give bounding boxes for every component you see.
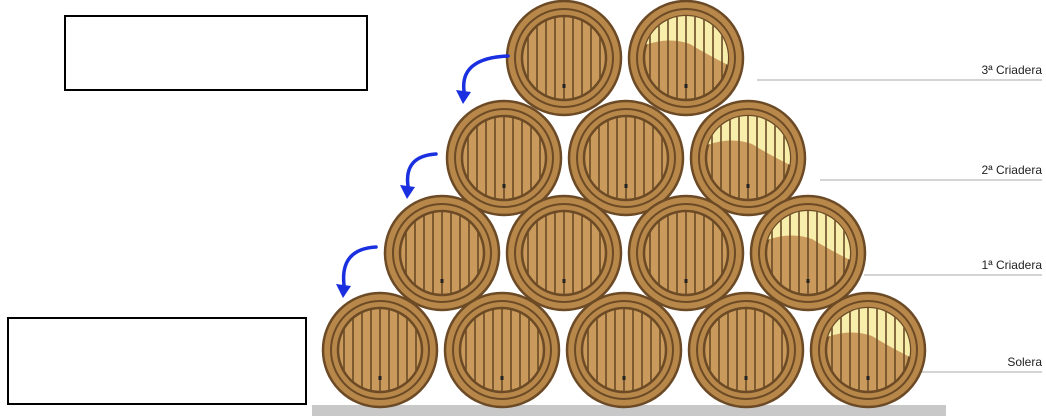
barrel [569,101,683,215]
arrow-head [400,185,415,199]
transfer-arrow [344,247,376,285]
tier-label: Solera [1007,355,1042,369]
barrel-with-wine [691,101,805,215]
transfer-arrow [464,56,508,91]
barrel [567,293,681,407]
barrel [689,293,803,407]
barrel [447,101,561,215]
barrel [507,1,621,115]
arrow-head [336,284,351,298]
barrel-with-wine [751,196,865,310]
barrel-with-wine [629,1,743,115]
barrel [385,196,499,310]
barrel [445,293,559,407]
barrel-with-wine [811,293,925,407]
barrel [323,293,437,407]
barrel [507,196,621,310]
transfer-arrow [408,154,436,186]
tier-label: 3ª Criadera [982,63,1043,77]
tier-label: 1ª Criadera [982,258,1043,272]
tier-label: 2ª Criadera [982,163,1043,177]
arrow-head [456,90,471,104]
barrel [629,196,743,310]
